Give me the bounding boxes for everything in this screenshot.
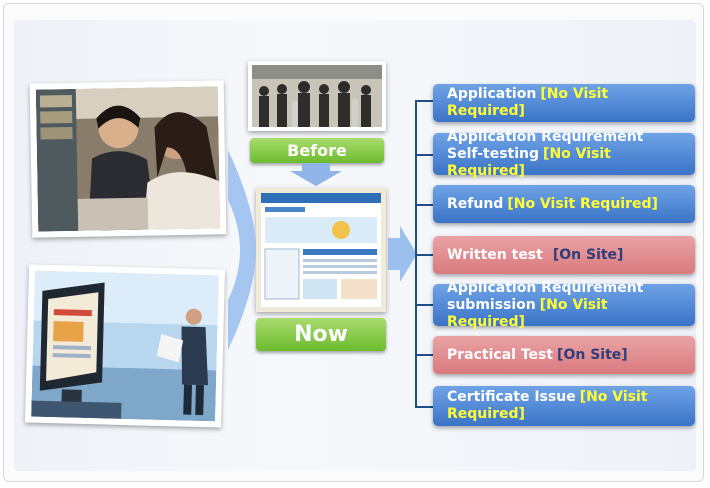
step-refund: Refund[No Visit Required] — [433, 185, 695, 223]
before-label: Before — [250, 138, 384, 163]
now-label: Now — [256, 318, 386, 351]
right-arrow — [388, 226, 417, 282]
bracket-tick — [415, 100, 434, 102]
website-image — [261, 193, 381, 307]
step-tag: [No Visit Required] — [447, 389, 648, 422]
step-title: Application — [447, 86, 537, 102]
step-title: Practical Test — [447, 346, 554, 363]
photo-crowd-before — [248, 61, 386, 131]
step-tag: [On Site] — [557, 346, 628, 363]
step-written-test: Written test [On Site] — [433, 236, 695, 274]
step-tag: [No Visit Required] — [507, 195, 658, 212]
down-arrow — [290, 163, 342, 186]
step-practical-test: Practical Test[On Site] — [433, 336, 695, 374]
step-title-line2: Self-testing — [447, 145, 540, 162]
step-requirement-submission: Application Requirement submission[No Vi… — [433, 280, 695, 330]
crowd-image — [252, 65, 382, 127]
step-tag: [No Visit Required] — [447, 145, 611, 179]
merge-arrow — [228, 150, 256, 350]
office-monitor-image — [31, 270, 219, 422]
photo-people-at-computer — [29, 80, 227, 238]
step-title: Certificate Issue — [447, 389, 576, 405]
step-title-line2: submission — [447, 296, 536, 313]
step-title: Refund — [447, 195, 504, 212]
step-title: Written test — [447, 246, 543, 263]
step-tag: [On Site] — [552, 246, 624, 263]
step-application: Application[No Visit Required] — [433, 84, 695, 122]
photo-office-monitor — [24, 264, 226, 428]
step-tag: [No Visit Required] — [447, 86, 609, 119]
bracket-tick — [415, 154, 434, 156]
step-title: Application Requirement — [447, 279, 644, 296]
bracket-tick — [415, 406, 434, 408]
website-screenshot — [256, 188, 386, 312]
step-requirement-self-testing: Application Requirement Self-testing[No … — [433, 129, 695, 179]
step-title: Application Requirement — [447, 128, 644, 145]
step-certificate-issue: Certificate Issue[No Visit Required] — [433, 386, 695, 426]
people-at-computer-image — [35, 86, 221, 232]
bracket-tick — [415, 354, 434, 356]
bracket-tick — [415, 204, 434, 206]
bracket-tick — [415, 304, 434, 306]
bracket-tick — [415, 254, 434, 256]
step-tag: [No Visit Required] — [447, 296, 608, 330]
